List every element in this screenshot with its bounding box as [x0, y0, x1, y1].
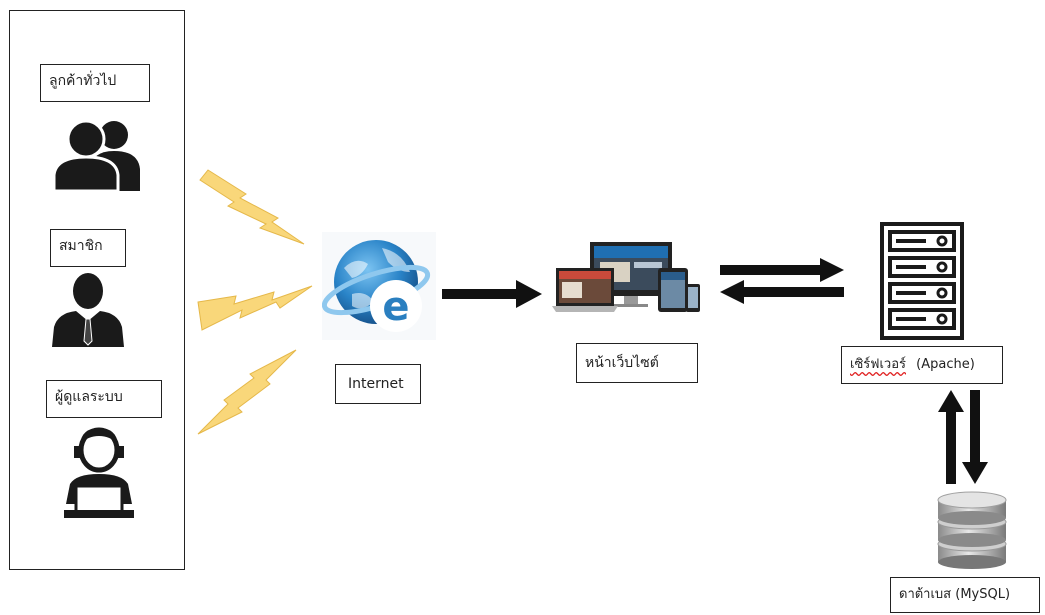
- arrow-website-to-server: [720, 258, 844, 282]
- lightning-bolt-icon: [199, 169, 305, 245]
- server-tech: (Apache): [916, 357, 975, 372]
- arrow-server-to-database: [962, 390, 988, 484]
- arrow-database-to-server: [938, 390, 964, 484]
- arrow-server-to-website: [720, 280, 844, 304]
- server-label: เซิร์ฟเวอร์ (Apache): [841, 346, 1003, 384]
- actor-label-customer: ลูกค้าทั่วไป: [40, 64, 150, 102]
- users-group-icon: [52, 119, 140, 191]
- svg-text:e: e: [382, 284, 409, 330]
- server-name: เซิร์ฟเวอร์: [850, 357, 906, 372]
- internet-label: Internet: [335, 364, 421, 404]
- internet-explorer-globe-icon: e: [322, 232, 436, 340]
- website-label: หน้าเว็บไซต์: [576, 343, 698, 383]
- lightning-bolt-icon: [197, 349, 297, 435]
- responsive-devices-icon: [552, 242, 700, 312]
- admin-laptop-icon: [64, 427, 134, 518]
- database-cylinder-icon: [937, 491, 1007, 569]
- server-rack-icon: [880, 222, 964, 340]
- users-panel: [9, 10, 185, 570]
- database-label: ดาต้าเบส (MySQL): [890, 577, 1040, 613]
- arrow-internet-to-website: [442, 280, 542, 308]
- businessman-icon: [52, 273, 124, 347]
- lightning-bolt-icon: [197, 285, 313, 331]
- actor-label-admin: ผู้ดูแลระบบ: [46, 380, 162, 418]
- actor-label-member: สมาชิก: [50, 229, 126, 267]
